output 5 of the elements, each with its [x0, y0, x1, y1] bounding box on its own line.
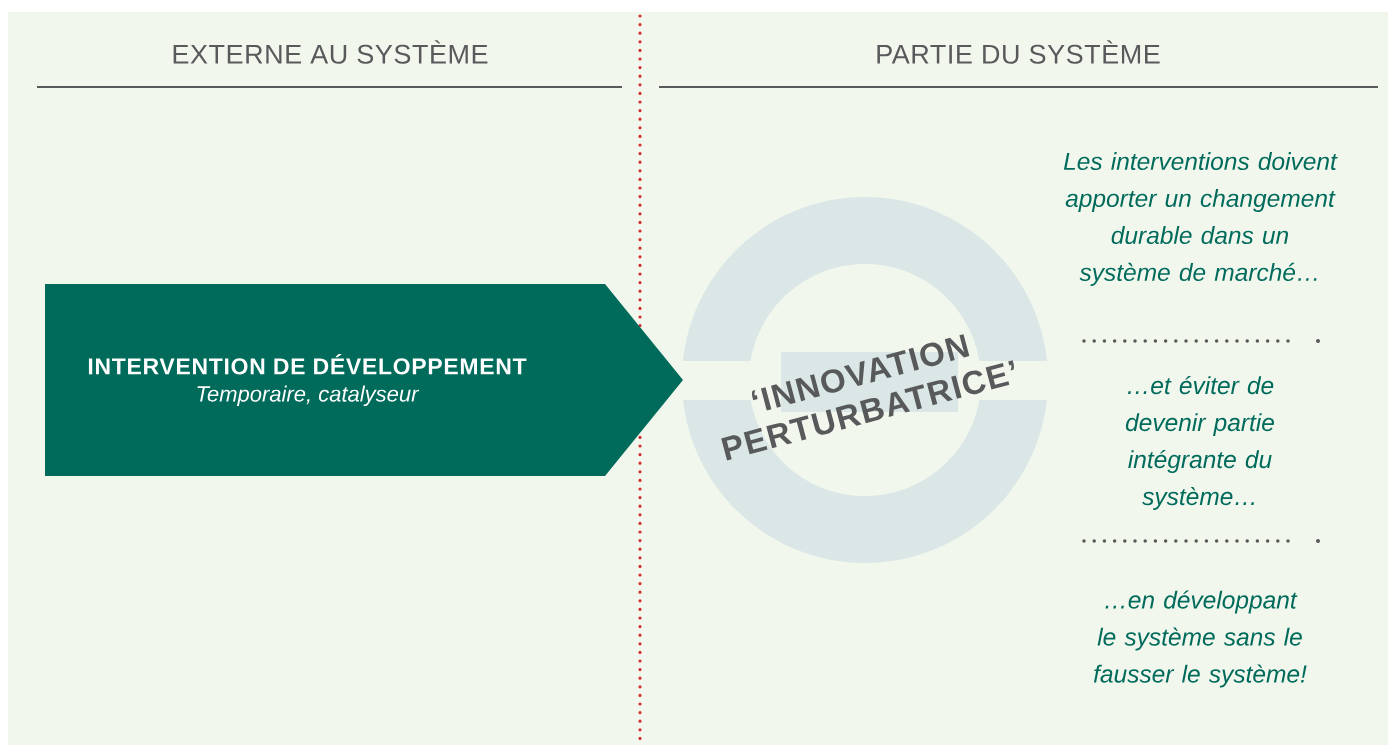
note-text: …et éviter de devenir partie intégrante du système… — [1125, 375, 1274, 511]
column-heading: EXTERNE AU SYSTÈME — [173, 40, 488, 64]
column-heading: PARTIE DU SYSTÈME — [877, 40, 1160, 64]
note-text: Les interventions doivent apporter un changement durable dans un système de marché… — [1063, 152, 1338, 286]
note-text: …en développant le système sans le fausser le système! — [1093, 590, 1307, 688]
